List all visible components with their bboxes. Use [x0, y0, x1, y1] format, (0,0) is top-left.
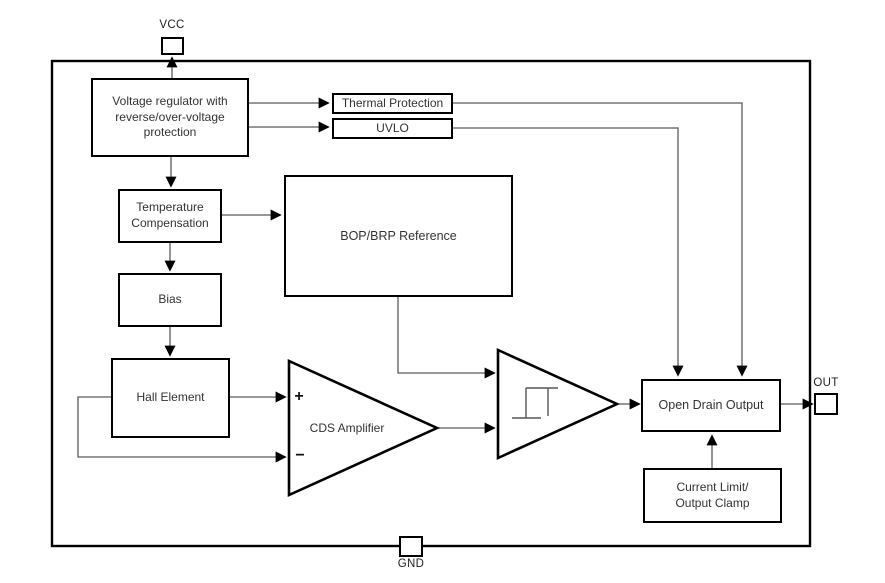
block-thermal-protection: Thermal Protection	[332, 93, 453, 114]
block-voltage-regulator: Voltage regulator with reverse/over-volt…	[91, 78, 249, 157]
cds-minus-input-label: −	[295, 447, 305, 464]
connector-bop-to-schmitt	[397, 297, 496, 379]
gnd-pin-label: GND	[397, 558, 425, 570]
connector-uvlo-to-output	[453, 127, 684, 377]
block-current-limit-output-clamp: Current Limit/ Output Clamp	[643, 468, 782, 523]
cds-plus-input-label: +	[294, 388, 304, 405]
connector-thermal-to-output	[453, 102, 748, 377]
block-open-drain-output: Open Drain Output	[641, 379, 781, 432]
cds-amplifier-shape	[287, 358, 441, 498]
vcc-pin-square	[161, 37, 184, 55]
cds-amplifier-label: CDS Amplifier	[309, 421, 385, 435]
block-bop-brp-reference: BOP/BRP Reference	[284, 175, 513, 297]
chip-boundary	[50, 59, 812, 548]
hysteresis-icon	[512, 387, 558, 419]
vcc-pin-label: VCC	[159, 19, 185, 31]
out-pin-square	[814, 393, 838, 415]
gnd-pin-square	[399, 536, 423, 557]
schmitt-trigger-shape	[496, 347, 621, 461]
out-pin-label: OUT	[813, 377, 839, 389]
connector-hall-to-cds-minus	[77, 396, 287, 463]
block-bias: Bias	[118, 273, 222, 327]
block-hall-element: Hall Element	[111, 358, 230, 438]
block-temperature-compensation: Temperature Compensation	[118, 189, 222, 243]
block-uvlo: UVLO	[332, 118, 453, 139]
